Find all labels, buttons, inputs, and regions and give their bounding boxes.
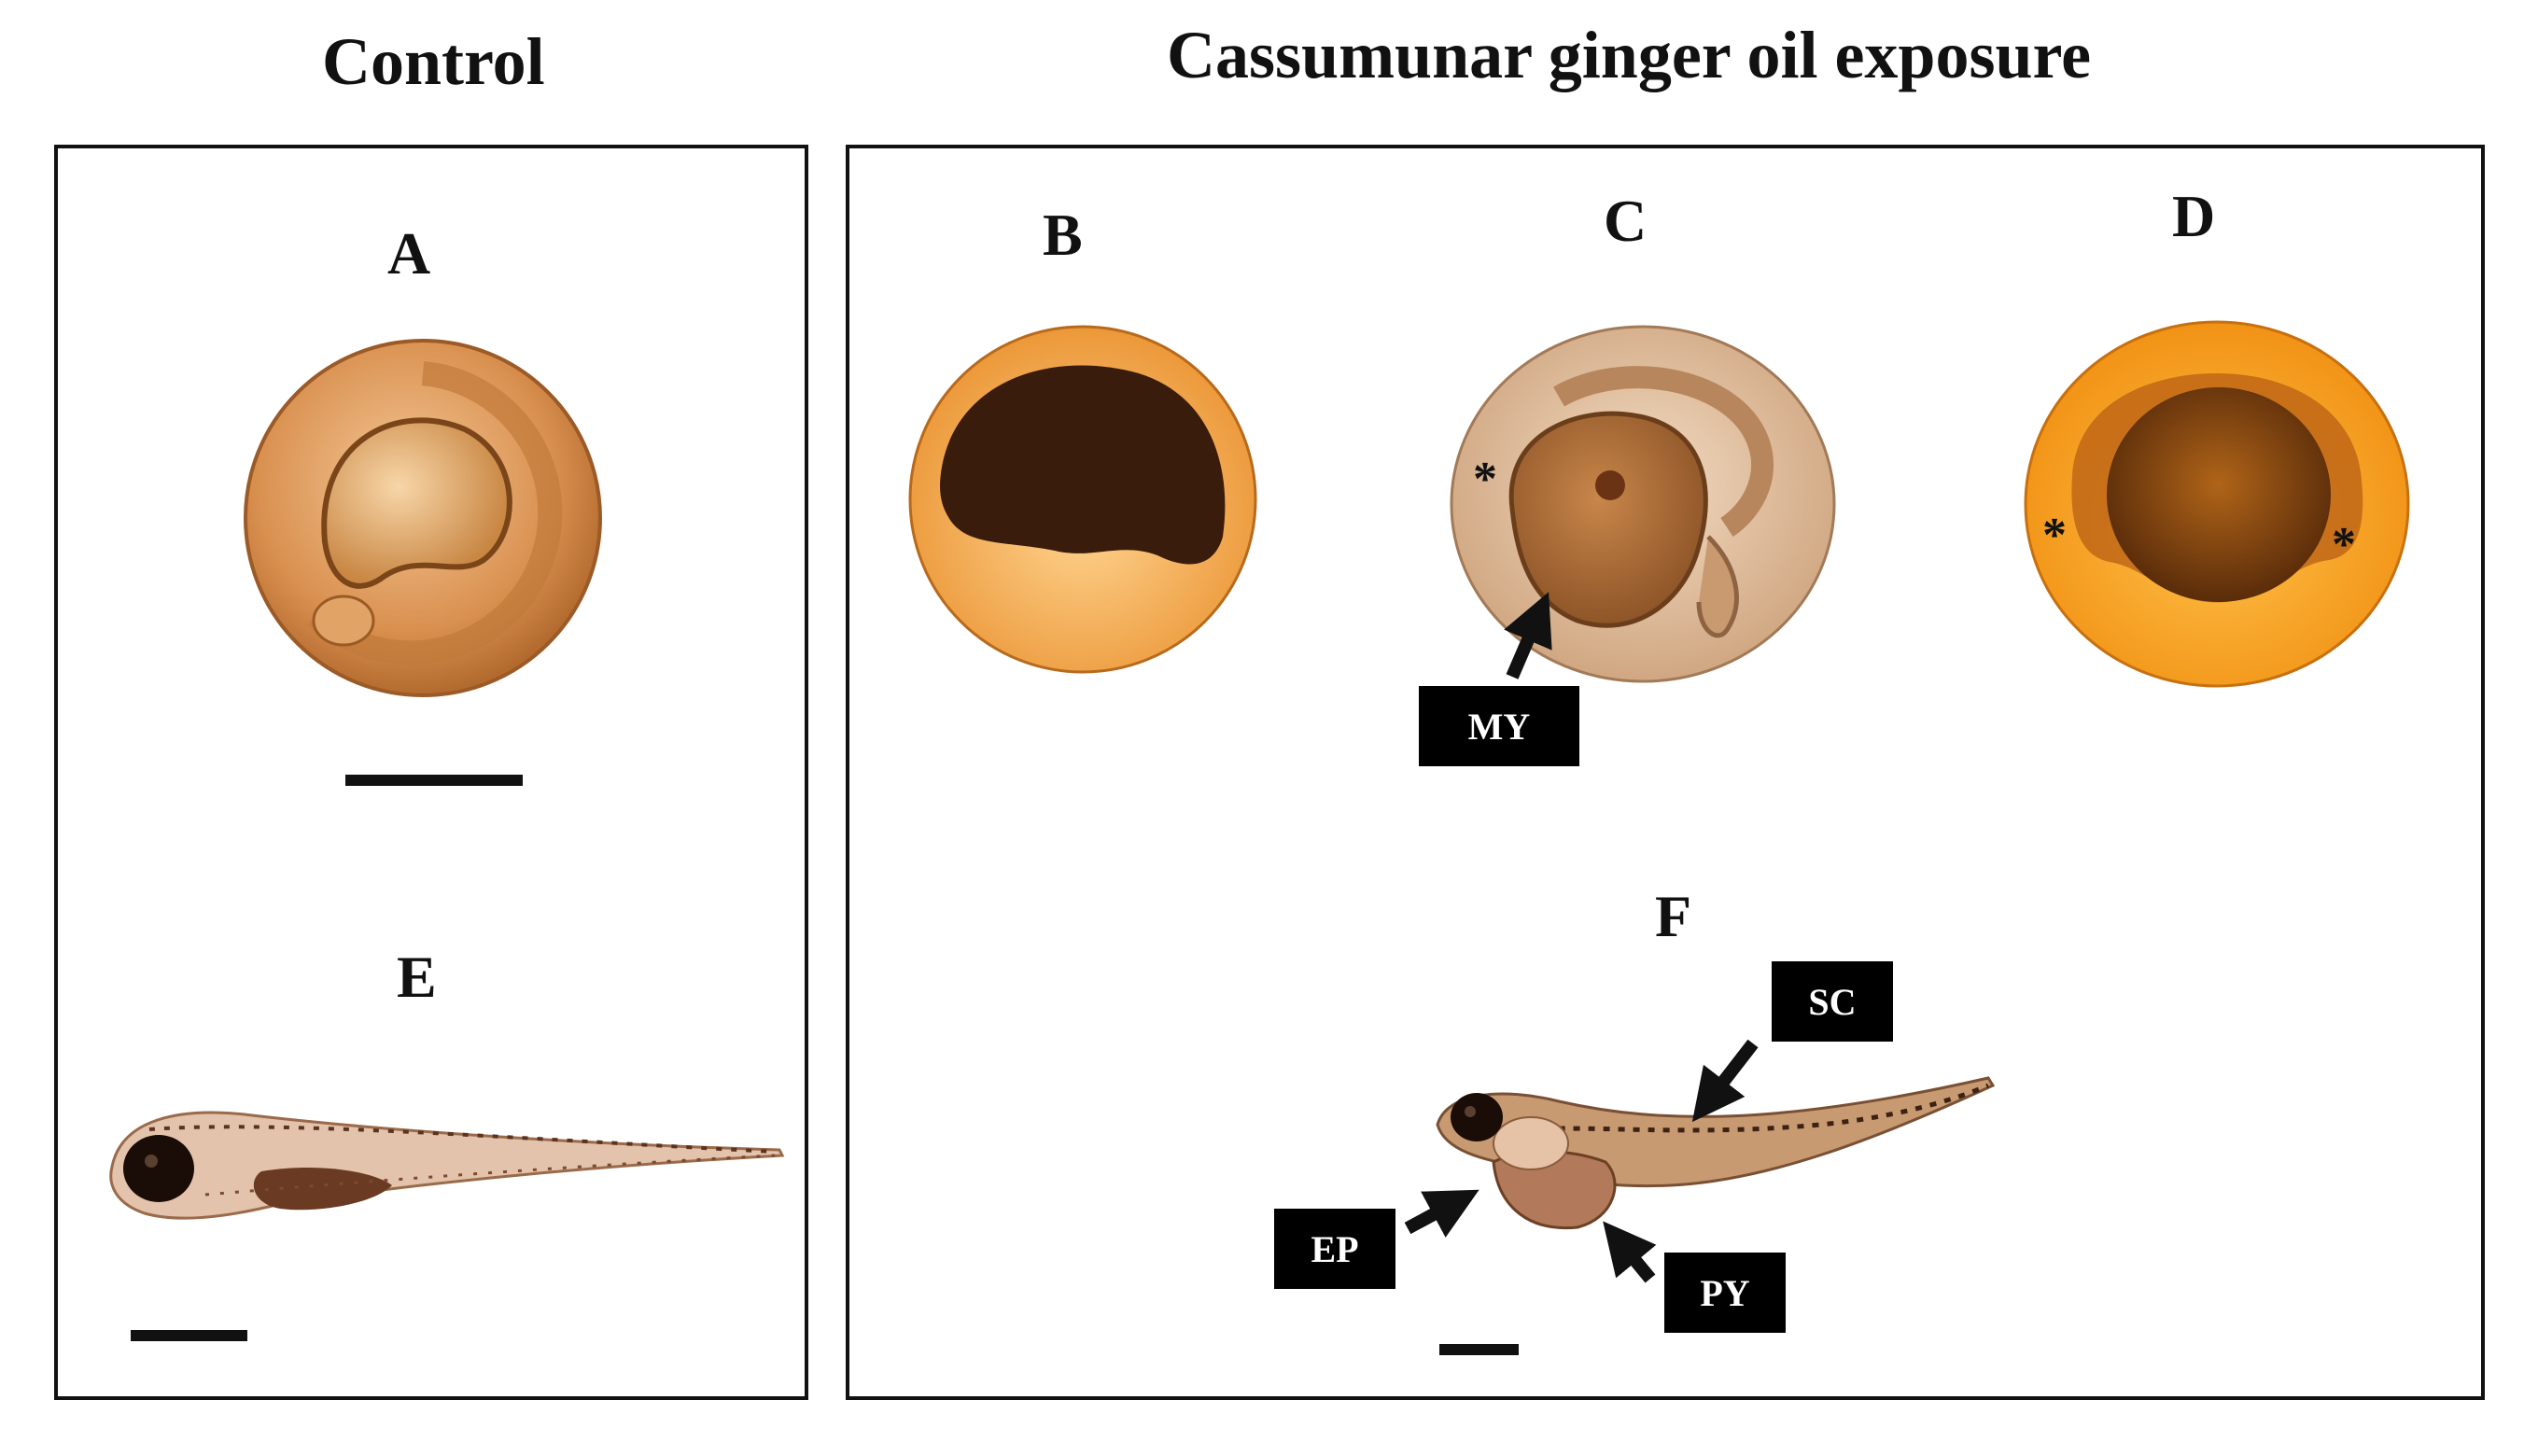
larva-image-e	[109, 1111, 785, 1220]
embryo-image-d	[2024, 320, 2410, 688]
embryo-image-b	[908, 325, 1257, 674]
exposure-heading: Cassumunar ginger oil exposure	[1167, 18, 2092, 92]
arrow-my	[1504, 592, 1552, 679]
embryo-image-a	[244, 339, 602, 697]
panel-label-d: D	[2172, 183, 2216, 249]
panel-label-c: C	[1604, 188, 1648, 254]
arrow-py	[1603, 1221, 1657, 1283]
marker-d-right: *	[2332, 518, 2356, 571]
control-heading: Control	[322, 24, 545, 99]
panel-label-f: F	[1655, 883, 1692, 949]
arrow-sc	[1691, 1039, 1759, 1123]
marker-d-left: *	[2042, 509, 2067, 562]
marker-c: *	[1473, 453, 1497, 506]
scale-bar-e	[131, 1330, 247, 1341]
scale-bar-a	[345, 775, 523, 786]
larva-image-f	[1436, 1076, 1996, 1230]
label-ep: EP	[1274, 1209, 1395, 1289]
scale-bar-f	[1439, 1344, 1519, 1355]
arrow-ep	[1404, 1189, 1479, 1238]
panel-label-a: A	[387, 220, 431, 287]
panel-label-b: B	[1043, 202, 1083, 268]
panel-label-e: E	[397, 944, 437, 1010]
label-my: MY	[1419, 686, 1579, 766]
label-sc: SC	[1772, 961, 1893, 1042]
label-py: PY	[1664, 1253, 1786, 1333]
